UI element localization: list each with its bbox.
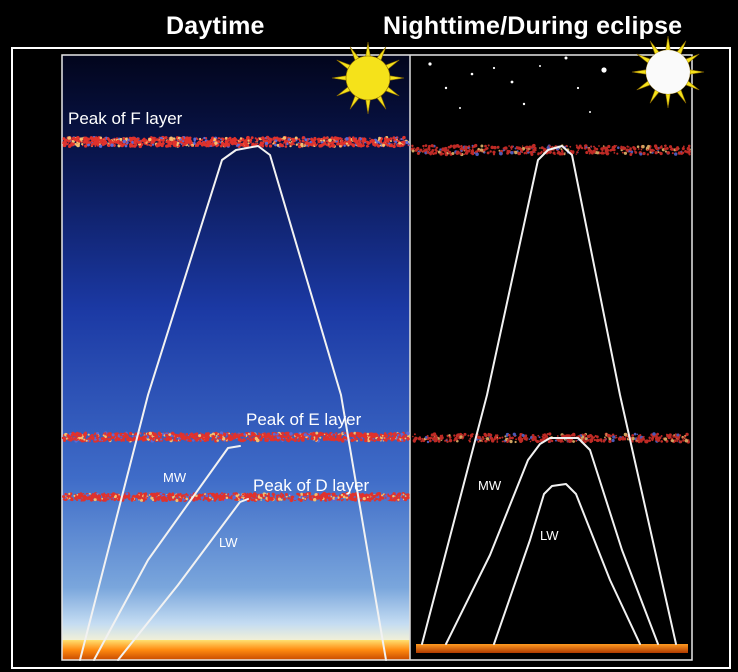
night-skywave-lw-path — [493, 483, 641, 645]
day-f-layer-band — [62, 135, 410, 149]
nighttime-sky-panel — [410, 55, 692, 660]
night-skywave-mw-path — [445, 437, 659, 645]
panel-border — [61, 54, 693, 661]
nighttime-ground — [416, 644, 688, 653]
ionosphere-layers — [61, 135, 691, 503]
daytime-sun-icon — [331, 41, 405, 115]
night-f-layer-band — [410, 143, 691, 157]
nighttime-sun-icon — [631, 35, 705, 109]
star-field — [428, 56, 607, 113]
night-e-layer-band — [412, 432, 690, 444]
day-skywave-mw-path — [93, 445, 241, 661]
daytime-ground — [62, 640, 410, 660]
day-skywave-lw-path — [117, 498, 249, 661]
daytime-sky-panel — [62, 55, 410, 660]
daytime-heading: Daytime — [166, 12, 265, 40]
day-d-layer-band — [62, 491, 410, 503]
e-layer-peak-label: Peak of E layer — [246, 410, 362, 429]
night-lw-label: LW — [540, 528, 559, 543]
d-layer-peak-label: Peak of D layer — [253, 476, 370, 495]
night-mw-label: MW — [478, 478, 502, 493]
f-layer-peak-label: Peak of F layer — [68, 109, 183, 128]
nighttime-heading: Nighttime/During eclipse — [383, 12, 683, 40]
day-skywave-f-path — [79, 145, 387, 661]
diagram-frame — [11, 47, 731, 669]
day-lw-label: LW — [219, 535, 238, 550]
day-mw-label: MW — [163, 470, 187, 485]
day-e-layer-band — [61, 431, 411, 443]
night-skywave-f-path — [421, 145, 677, 645]
